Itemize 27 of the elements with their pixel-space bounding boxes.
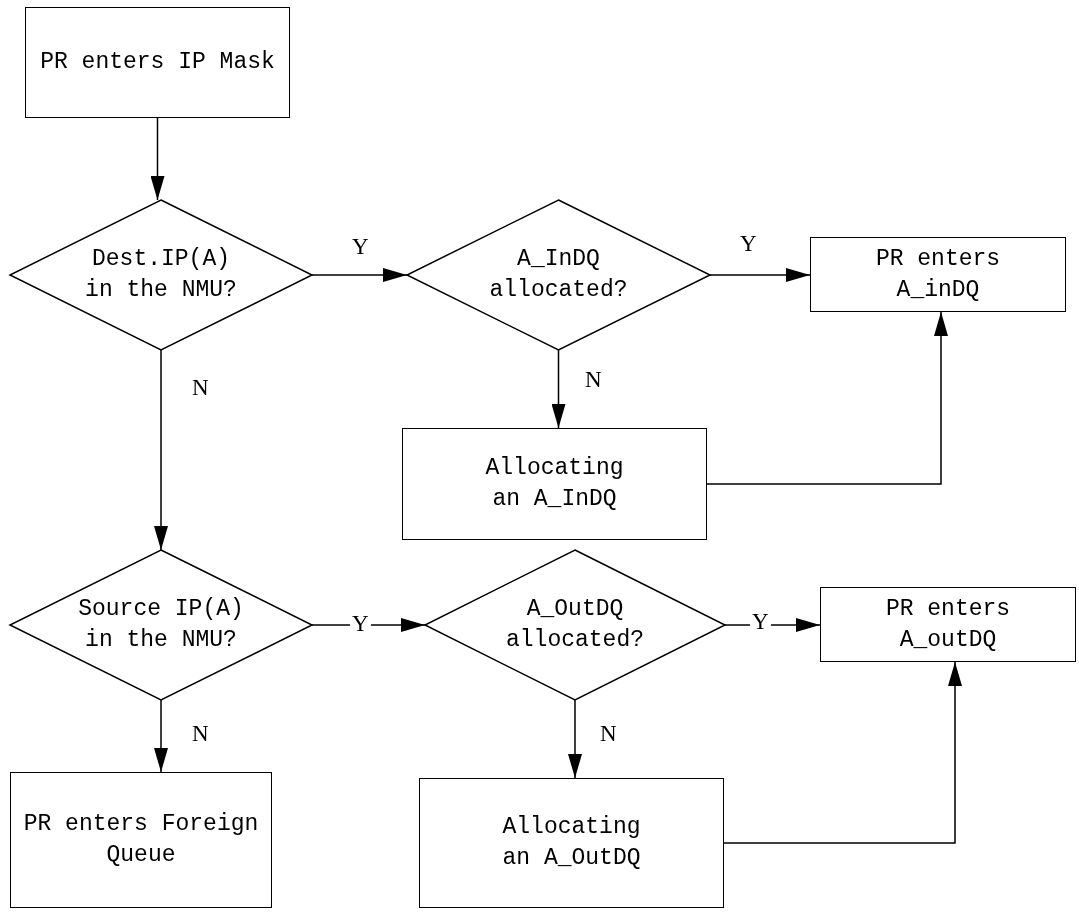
arrow [709,268,811,282]
arrow [154,349,168,551]
process-box [402,428,707,540]
node-text: PR enters A_outDQ [884,594,1012,655]
process-box [10,772,272,908]
node-text: Allocating an A_OutDQ [501,813,642,873]
arrow [723,661,962,844]
node-text: Allocating an A_InDQ [484,454,625,514]
process-box [820,587,1076,662]
arrow [551,349,566,429]
node-text: PR enters A_inDQ [874,244,1002,305]
arrow [311,618,426,632]
process-box [25,7,290,118]
node-text: Source IP(A) in the NMU? [77,595,245,655]
node-text: PR enters Foreign Queue [22,810,260,870]
node-text: PR enters IP Mask [40,48,275,77]
arrow [150,117,165,201]
node-text: A_InDQ allocated? [488,245,629,305]
process-box [810,237,1066,312]
process-box [419,778,724,908]
arrow [311,268,408,282]
node-text: Dest.IP(A) in the NMU? [84,245,238,305]
node-text: A_OutDQ allocated? [505,595,645,655]
arrow [724,618,821,632]
arrow [154,699,168,773]
arrow [568,699,582,779]
arrow [706,311,948,485]
